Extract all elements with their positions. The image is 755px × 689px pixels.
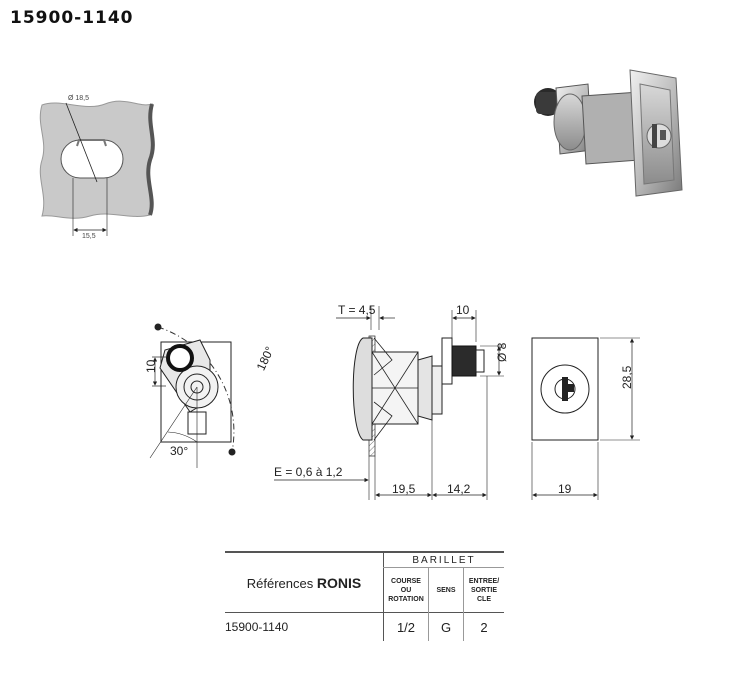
cutout-diameter-label: Ø 18,5 — [68, 95, 89, 102]
cam-length-label: 14,2 — [447, 482, 471, 496]
side-view-drawing — [274, 306, 504, 500]
entree-column-header: ENTREE/ SORTIE CLE — [463, 567, 504, 613]
front-height-label: 10 — [144, 359, 158, 373]
face-view-drawing — [531, 337, 640, 500]
face-height-label: 28,5 — [620, 365, 634, 389]
shaft-diameter-label: Ø 8 — [495, 342, 509, 362]
cutout-width-label: 15,5 — [82, 233, 96, 240]
face-width-label: 19 — [558, 482, 572, 496]
barillet-header: BARILLET — [383, 551, 504, 568]
cam-width-label: 10 — [456, 303, 470, 317]
page-title: 15900-1140 — [10, 8, 134, 28]
course-column-header: COURSE OU ROTATION — [383, 567, 429, 613]
cam-angle-label: 30° — [170, 444, 188, 458]
row-sens: G — [428, 612, 464, 641]
thickness-label: T = 4,5 — [338, 303, 376, 317]
panel-thickness-label: E = 0,6 à 1,2 — [274, 465, 343, 479]
row-reference: 15900-1140 — [225, 612, 384, 641]
rotation-angle-label: 180° — [254, 344, 277, 373]
table-row: 15900-1140 1/2 G 2 — [225, 612, 504, 641]
body-length-label: 19,5 — [392, 482, 416, 496]
row-course: 1/2 — [383, 612, 429, 641]
technical-drawing: Ø 18,5 15,5 10 180° 30° — [39, 69, 683, 500]
reference-header: Références RONIS — [225, 551, 384, 613]
product-photo — [534, 69, 683, 197]
front-view-drawing — [149, 323, 236, 468]
panel-cutout-drawing — [39, 100, 155, 236]
row-entree: 2 — [463, 612, 504, 641]
reference-table: Références RONIS BARILLET COURSE OU ROTA… — [225, 551, 504, 641]
sens-column-header: SENS — [428, 567, 464, 613]
